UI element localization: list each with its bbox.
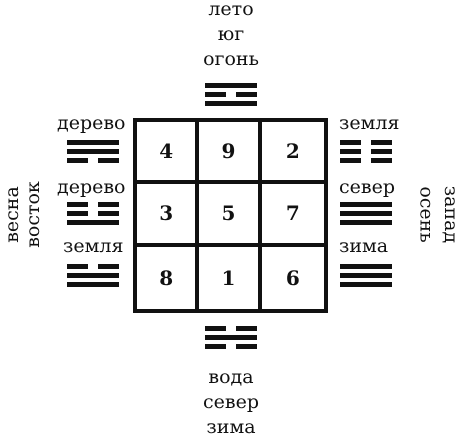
solid-line xyxy=(340,202,392,207)
broken-line xyxy=(205,92,257,97)
label-summer: лето xyxy=(208,0,254,20)
solid-line xyxy=(67,273,119,278)
solid-line xyxy=(340,264,392,269)
grid-cell: 7 xyxy=(261,184,324,247)
trigram-left-2-icon xyxy=(67,202,119,226)
broken-line xyxy=(205,344,257,349)
broken-line xyxy=(67,158,119,163)
label-south: юг xyxy=(217,23,245,45)
label-north: север xyxy=(203,391,259,413)
trigram-left-3-icon xyxy=(67,264,119,288)
label-water: вода xyxy=(208,366,254,388)
grid-cell: 9 xyxy=(199,122,262,185)
label-fire: огонь xyxy=(203,48,259,70)
grid-cell: 3 xyxy=(137,184,200,247)
trigram-left-1-icon xyxy=(67,140,119,164)
solid-line xyxy=(340,211,392,216)
label-right-winter: зима xyxy=(339,235,389,257)
grid-cell: 8 xyxy=(137,246,200,309)
broken-line xyxy=(67,264,119,269)
grid-cell: 4 xyxy=(137,122,200,185)
solid-line xyxy=(205,335,257,340)
trigram-right-2-icon xyxy=(340,202,392,226)
label-west: запад xyxy=(440,185,461,244)
label-right-earth: земля xyxy=(339,112,400,134)
broken-line xyxy=(67,202,119,207)
trigram-top-icon xyxy=(205,83,257,107)
solid-line xyxy=(340,282,392,287)
grid-cell: 2 xyxy=(261,122,324,185)
broken-line xyxy=(340,140,392,145)
solid-line xyxy=(340,220,392,225)
label-autumn: осень xyxy=(415,186,438,243)
grid-cell: 6 xyxy=(285,265,300,290)
solid-line xyxy=(67,140,119,145)
label-left-earth: земля xyxy=(63,235,124,257)
label-winter: зима xyxy=(206,416,256,438)
label-left-wood-2: дерево xyxy=(57,176,126,198)
solid-line xyxy=(340,273,392,278)
broken-line xyxy=(205,326,257,331)
broken-line xyxy=(340,149,392,154)
grid-cell: 1 xyxy=(199,246,262,309)
solid-line xyxy=(67,220,119,225)
broken-line xyxy=(340,158,392,163)
trigram-right-3-icon xyxy=(340,264,392,288)
solid-line xyxy=(67,149,119,154)
trigram-bottom-icon xyxy=(205,326,257,350)
label-spring: весна xyxy=(0,186,23,243)
solid-line xyxy=(67,282,119,287)
grid-cell: 5 xyxy=(199,184,262,247)
label-right-north: север xyxy=(339,176,395,198)
solid-line xyxy=(205,101,257,106)
solid-line xyxy=(205,83,257,88)
broken-line xyxy=(67,211,119,216)
label-left-wood-1: дерево xyxy=(57,112,126,134)
trigram-right-1-icon xyxy=(340,140,392,164)
lo-shu-grid: 4 9 2 3 5 7 8 1 6 xyxy=(133,118,328,313)
label-east: восток xyxy=(21,181,44,248)
